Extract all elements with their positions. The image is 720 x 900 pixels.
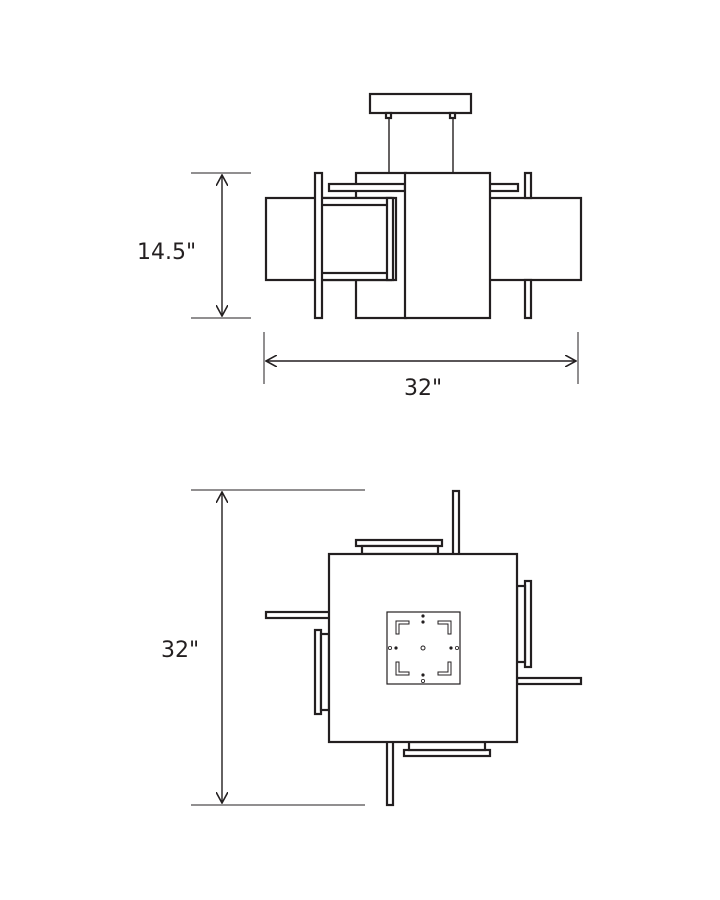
bracket-tl — [395, 620, 410, 635]
side-view: 14.5" 32" — [137, 92, 583, 401]
shade-top-inner — [360, 544, 440, 556]
bracket-tr — [437, 620, 452, 635]
hole-bottom — [421, 673, 425, 677]
right-shade — [486, 196, 583, 282]
left-inner-frame-bottom — [319, 271, 393, 282]
bar-right — [515, 676, 583, 686]
top-view: 32" — [161, 489, 583, 807]
hole-left — [387, 646, 392, 651]
left-shade — [264, 196, 398, 282]
hole-top-2 — [421, 620, 425, 624]
left-inner-post — [385, 196, 395, 282]
bar-top — [451, 489, 461, 557]
vertical-bar-right-bottom — [523, 278, 533, 320]
bracket-bl — [395, 661, 410, 676]
bar-bottom — [385, 739, 395, 807]
shade-right-inner — [515, 584, 527, 664]
left-inner-frame-top — [319, 196, 393, 207]
vertical-bar-right-top — [523, 171, 533, 200]
hole-center — [420, 645, 426, 651]
bar-left — [264, 610, 332, 620]
hole-right-2 — [454, 646, 459, 651]
width-label: 32" — [404, 376, 442, 401]
depth-label: 32" — [161, 638, 199, 663]
hole-right — [449, 646, 453, 650]
ceiling-canopy — [368, 92, 473, 115]
front-shade — [403, 171, 492, 320]
canopy-mount-left — [384, 111, 393, 120]
shade-left-inner — [319, 632, 331, 712]
shade-bottom-inner — [407, 740, 487, 752]
canopy-mount-right — [448, 111, 457, 120]
bracket-br — [437, 661, 452, 676]
top-bar-left — [327, 182, 407, 193]
hole-top — [421, 614, 425, 618]
hole-left-2 — [394, 646, 398, 650]
height-label: 14.5" — [137, 240, 196, 265]
vertical-bar-left — [313, 171, 324, 320]
hole-bottom-2 — [420, 679, 425, 684]
top-bar-right — [486, 182, 520, 193]
